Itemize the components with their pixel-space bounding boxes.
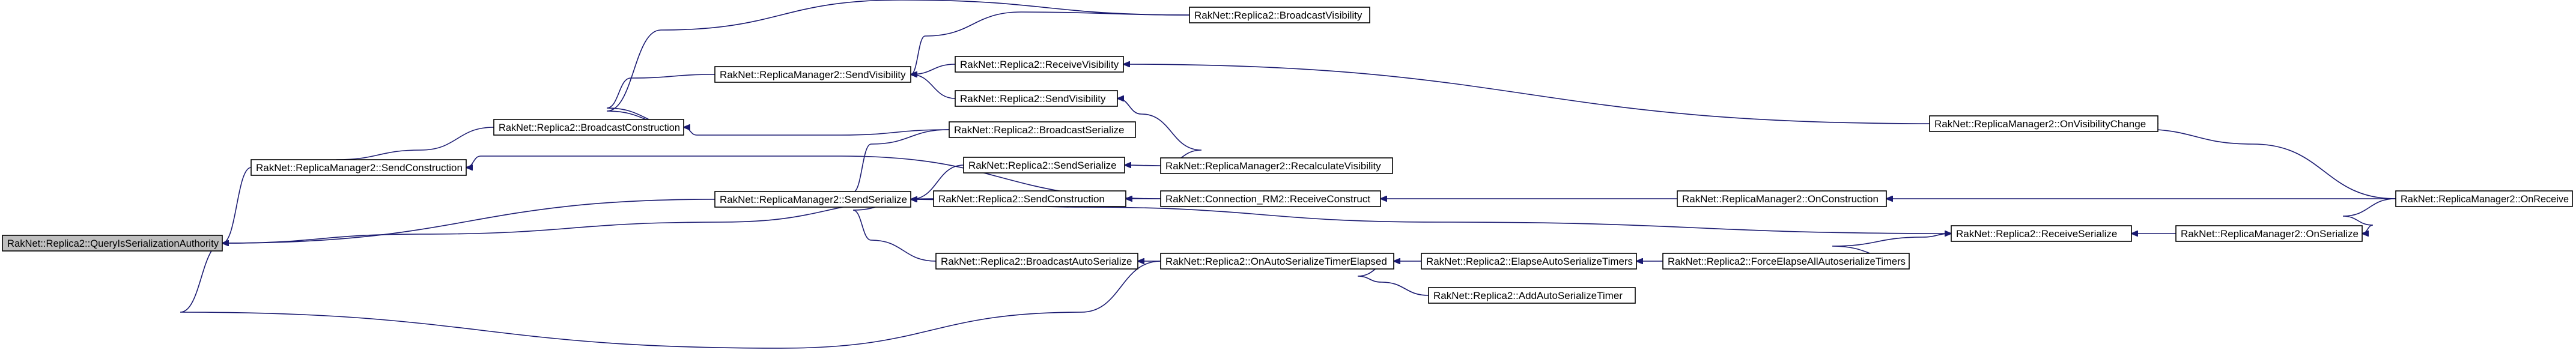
graph-node-n17[interactable]: RakNet::ReplicaManager2::OnSerialize bbox=[2175, 225, 2363, 242]
graph-node-n11[interactable]: RakNet::ReplicaManager2::RecalculateVisi… bbox=[1160, 157, 1393, 174]
node-box bbox=[1160, 157, 1393, 174]
node-label: RakNet::ReplicaManager2::OnVisibilityCha… bbox=[1934, 118, 2146, 130]
graph-node-n16[interactable]: RakNet::Replica2::ReceiveSerialize bbox=[1951, 225, 2132, 242]
graph-node-n1[interactable]: RakNet::ReplicaManager2::SendConstructio… bbox=[251, 159, 467, 176]
node-label: RakNet::Connection_RM2::ReceiveConstruct bbox=[1165, 193, 1370, 205]
node-label: RakNet::Replica2::ReceiveVisibility bbox=[960, 59, 1119, 70]
graph-node-n20[interactable]: RakNet::Replica2::ElapseAutoSerializeTim… bbox=[1421, 253, 1637, 270]
edge-n7-to-n9 bbox=[852, 129, 950, 199]
node-label: RakNet::Replica2::SendConstruction bbox=[938, 193, 1105, 205]
node-box bbox=[949, 121, 1136, 138]
node-box bbox=[1160, 190, 1381, 207]
node-label: RakNet::Replica2::QueryIsSerializationAu… bbox=[7, 238, 219, 249]
node-label: RakNet::ReplicaManager2::SendVisibility bbox=[720, 69, 906, 80]
graph-node-n21[interactable]: RakNet::Replica2::ForceElapseAllAutoseri… bbox=[1662, 253, 1910, 270]
node-box bbox=[2175, 225, 2363, 242]
graph-node-n19[interactable]: RakNet::Replica2::OnAutoSerializeTimerEl… bbox=[1160, 253, 1394, 270]
edge-n5-to-n3 bbox=[911, 64, 956, 74]
node-box bbox=[1189, 7, 1370, 23]
node-label: RakNet::Replica2::BroadcastConstruction bbox=[499, 122, 680, 133]
edge-n15-to-n8 bbox=[2138, 124, 2396, 199]
node-box bbox=[251, 159, 467, 176]
node-label: RakNet::Replica2::ForceElapseAllAutoseri… bbox=[1668, 256, 1906, 267]
node-box bbox=[2, 235, 223, 252]
node-box bbox=[714, 66, 911, 83]
graph-node-n6[interactable]: RakNet::Replica2::SendVisibility bbox=[955, 90, 1118, 107]
node-box bbox=[714, 191, 911, 208]
graph-node-n18[interactable]: RakNet::Replica2::BroadcastAutoSerialize bbox=[935, 253, 1138, 270]
node-box bbox=[1160, 253, 1394, 270]
graph-node-n13[interactable]: RakNet::Connection_RM2::ReceiveConstruct bbox=[1160, 190, 1381, 207]
edge-n4-to-n3 bbox=[911, 11, 1190, 74]
node-box bbox=[493, 119, 684, 136]
edge-n13-to-n1 bbox=[466, 155, 1161, 199]
node-box bbox=[1929, 115, 2158, 132]
edge-n15-to-n17 bbox=[2342, 198, 2396, 234]
node-box bbox=[1428, 287, 1636, 304]
edge-n7-to-n2 bbox=[684, 127, 950, 136]
node-label: RakNet::Replica2::SendSerialize bbox=[968, 160, 1117, 171]
node-label: RakNet::ReplicaManager2::SendConstructio… bbox=[256, 162, 463, 173]
graph-node-n14[interactable]: RakNet::ReplicaManager2::OnConstruction bbox=[1677, 190, 1887, 207]
node-box bbox=[1677, 190, 1887, 207]
edge-n1-to-n0 bbox=[222, 167, 252, 243]
node-box bbox=[935, 253, 1138, 270]
node-label: RakNet::Replica2::ReceiveSerialize bbox=[1956, 228, 2117, 240]
node-label: RakNet::ReplicaManager2::SendSerialize bbox=[720, 194, 907, 205]
node-label: RakNet::Replica2::SendVisibility bbox=[960, 93, 1106, 104]
edge-n4-to-n2 bbox=[606, 0, 1190, 127]
graph-node-n0[interactable]: RakNet::Replica2::QueryIsSerializationAu… bbox=[2, 235, 223, 252]
edge-n10-to-n9 bbox=[911, 164, 964, 199]
graph-node-n9[interactable]: RakNet::ReplicaManager2::SendSerialize bbox=[714, 191, 911, 208]
graph-node-n4[interactable]: RakNet::Replica2::BroadcastVisibility bbox=[1189, 7, 1370, 23]
edge-n6-to-n3 bbox=[911, 74, 956, 99]
graph-node-n10[interactable]: RakNet::Replica2::SendSerialize bbox=[963, 157, 1125, 173]
edge-n8-to-n5 bbox=[1123, 64, 1930, 124]
node-label: RakNet::ReplicaManager2::OnReceive bbox=[2401, 193, 2569, 205]
node-label: RakNet::Replica2::BroadcastSerialize bbox=[954, 124, 1124, 136]
edge-n11-to-n6 bbox=[1117, 98, 1202, 166]
node-label: RakNet::Replica2::BroadcastVisibility bbox=[1194, 10, 1362, 21]
graph-node-n2[interactable]: RakNet::Replica2::BroadcastConstruction bbox=[493, 119, 684, 136]
edge-n18-to-n9 bbox=[852, 199, 937, 262]
graph-node-n22[interactable]: RakNet::Replica2::AddAutoSerializeTimer bbox=[1428, 287, 1636, 304]
node-label: RakNet::Replica2::BroadcastAutoSerialize bbox=[941, 256, 1132, 267]
graph-node-n15[interactable]: RakNet::ReplicaManager2::OnReceive bbox=[2395, 190, 2573, 207]
edge-n12-to-n0 bbox=[222, 198, 934, 243]
node-box bbox=[2395, 190, 2573, 207]
node-box bbox=[1421, 253, 1637, 270]
nodes-layer: RakNet::Replica2::QueryIsSerializationAu… bbox=[2, 7, 2573, 304]
node-box bbox=[1951, 225, 2132, 242]
edge-n11-to-n10 bbox=[1125, 165, 1161, 166]
graph-node-n3[interactable]: RakNet::ReplicaManager2::SendVisibility bbox=[714, 66, 911, 83]
node-box bbox=[933, 190, 1126, 207]
node-label: RakNet::Replica2::ElapseAutoSerializeTim… bbox=[1426, 256, 1633, 267]
node-label: RakNet::ReplicaManager2::RecalculateVisi… bbox=[1165, 160, 1381, 172]
graph-node-n8[interactable]: RakNet::ReplicaManager2::OnVisibilityCha… bbox=[1929, 115, 2158, 132]
node-box bbox=[955, 56, 1124, 73]
graph-node-n5[interactable]: RakNet::Replica2::ReceiveVisibility bbox=[955, 56, 1124, 73]
node-label: RakNet::Replica2::OnAutoSerializeTimerEl… bbox=[1165, 256, 1387, 267]
node-box bbox=[1662, 253, 1910, 270]
node-label: RakNet::ReplicaManager2::OnConstruction bbox=[1682, 193, 1879, 205]
node-box bbox=[955, 90, 1118, 107]
graph-node-n12[interactable]: RakNet::Replica2::SendConstruction bbox=[933, 190, 1126, 207]
edge-n9-to-n0 bbox=[222, 199, 715, 243]
edges-layer bbox=[180, 0, 2396, 349]
edge-n19-to-n0 bbox=[180, 243, 1161, 349]
edge-n3-to-n2 bbox=[606, 74, 715, 127]
node-box bbox=[963, 157, 1125, 173]
node-label: RakNet::Replica2::AddAutoSerializeTimer bbox=[1433, 290, 1623, 301]
graph-node-n7[interactable]: RakNet::Replica2::BroadcastSerialize bbox=[949, 121, 1136, 138]
node-label: RakNet::ReplicaManager2::OnSerialize bbox=[2181, 228, 2359, 240]
